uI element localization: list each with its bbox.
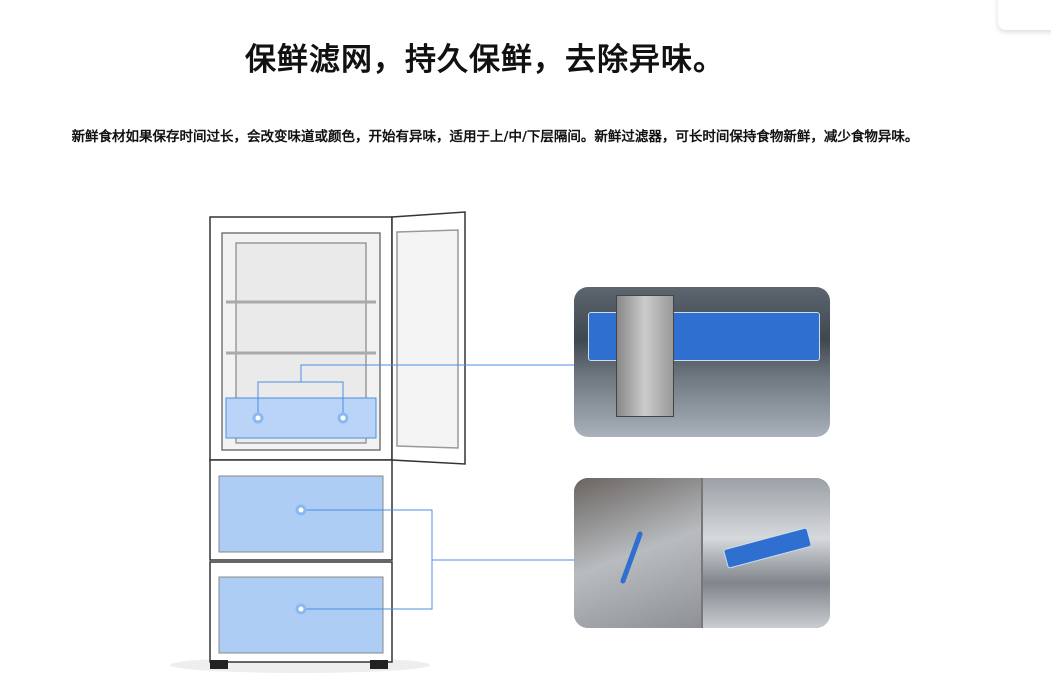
filter-unit: [616, 295, 674, 417]
floating-panel: [998, 0, 1051, 30]
page-title: 保鲜滤网，持久保鲜，去除异味。: [245, 42, 725, 78]
lower-drawer-highlight: [218, 576, 384, 654]
filter-photo-upper: [574, 287, 830, 437]
filter-photo-lower: [574, 478, 830, 628]
upper-drawer-highlight: [225, 397, 377, 439]
description-text: 新鲜食材如果保存时间过长，会改变味道或颜色，开始有异味，适用于上/中/下层隔间。…: [71, 129, 919, 145]
